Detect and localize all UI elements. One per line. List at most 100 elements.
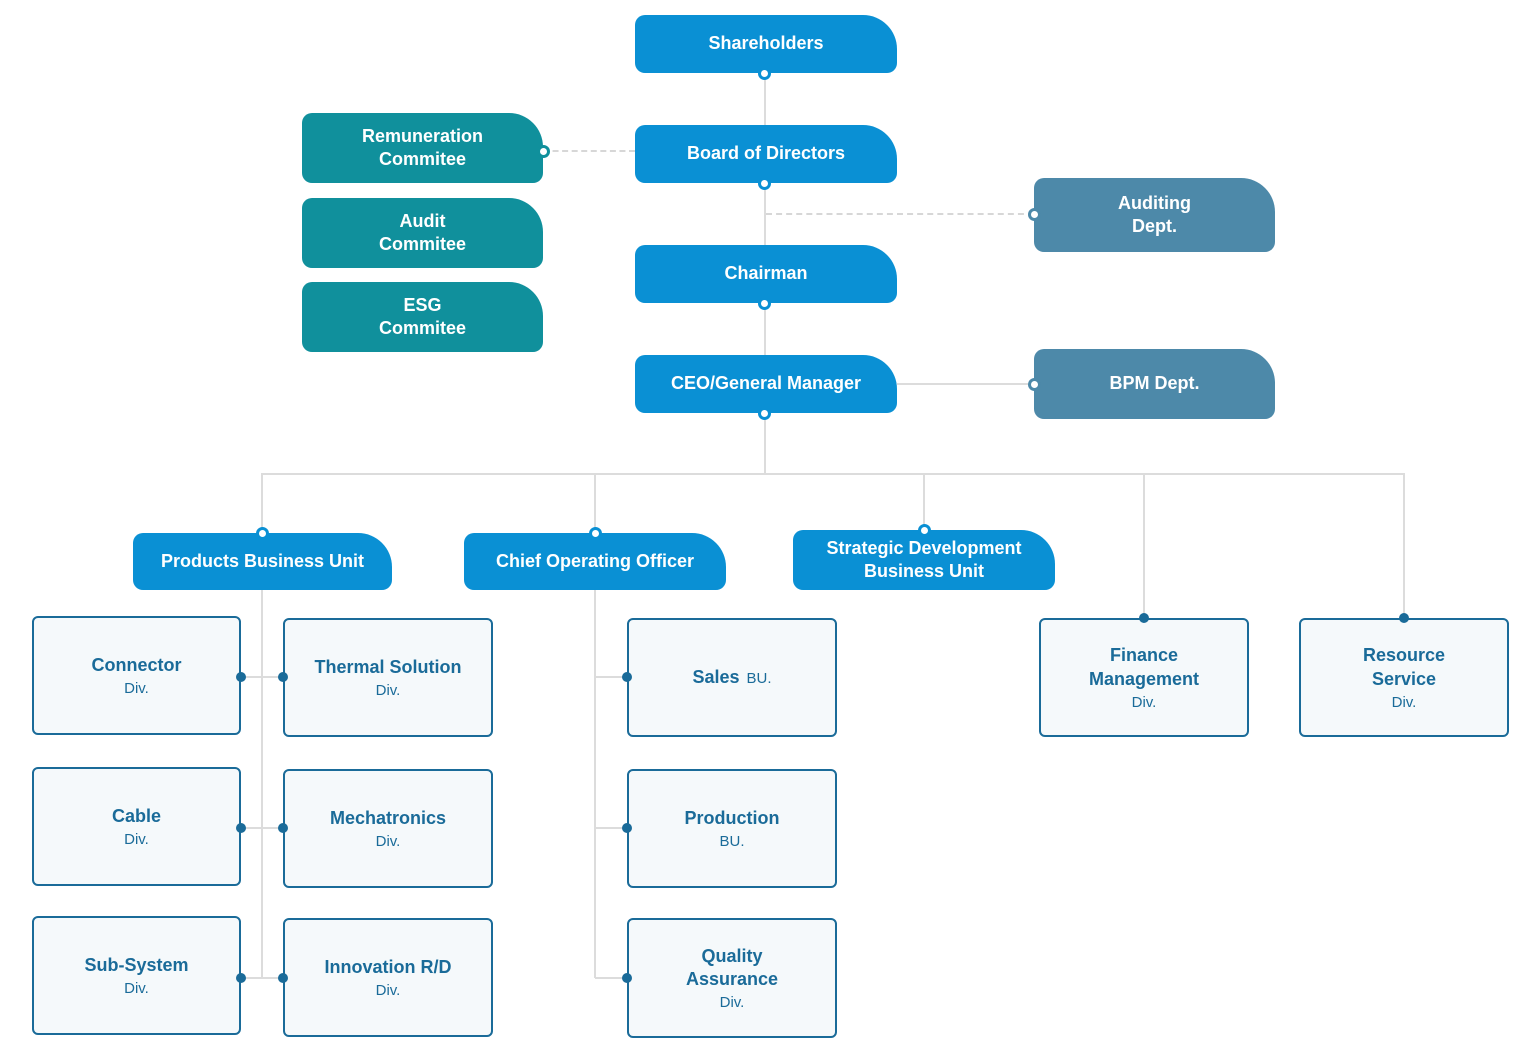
junction-dot-shareholders-bottom — [758, 67, 771, 80]
org-node-quality-assurance-div: Quality Assurance Div. — [627, 918, 837, 1038]
node-label: Chief Operating Officer — [495, 550, 695, 571]
edge-shareholders-board — [764, 73, 766, 125]
division-suffix: Div. — [375, 682, 401, 700]
org-node-ceo-general-manager: CEO/General Manager — [635, 355, 897, 413]
junction-dot-coo-top — [589, 527, 602, 540]
org-node-audit-committee: Audit Commitee — [302, 198, 543, 268]
node-label: Products Business Unit — [160, 550, 365, 571]
edge-coo-spine — [594, 590, 596, 978]
junction-dot-innovation-left — [278, 973, 288, 983]
org-node-esg-committee: ESG Commitee — [302, 282, 543, 352]
edge-remuneration-board-dashed — [543, 150, 635, 152]
division-name: Cable — [111, 805, 162, 826]
org-node-cable-div: Cable Div. — [32, 767, 241, 886]
edge-board-chairman — [764, 183, 766, 245]
edge-stub-quality — [595, 977, 627, 979]
junction-dot-sales-left — [622, 672, 632, 682]
division-suffix: Div. — [124, 831, 149, 849]
node-label: Auditing Dept. — [1118, 192, 1191, 236]
division-name: Production — [684, 807, 780, 828]
junction-dot-strategic-top — [918, 524, 931, 537]
division-suffix: Div. — [1391, 693, 1417, 711]
division-name: Innovation R/D — [324, 956, 452, 977]
division-suffix: Div. — [124, 980, 149, 998]
junction-dot-resource-top — [1399, 613, 1409, 623]
edge-drop-coo — [594, 473, 596, 533]
edge-chairman-ceo — [764, 303, 766, 355]
junction-dot-quality-left — [622, 973, 632, 983]
node-label: Audit Commitee — [378, 210, 467, 254]
edge-stub-sales — [595, 676, 627, 678]
edge-ceo-bpm — [897, 383, 1034, 385]
edge-stub-cable-mechatronics — [241, 827, 283, 829]
division-name: Thermal Solution — [314, 656, 462, 677]
junction-dot-products-top — [256, 527, 269, 540]
division-suffix: BU. — [719, 833, 745, 851]
edge-products-spine — [261, 590, 263, 978]
edge-drop-products — [261, 473, 263, 533]
org-node-mechatronics-div: Mechatronics Div. — [283, 769, 493, 888]
org-node-sales-bu: Sales BU. — [627, 618, 837, 737]
org-node-board-of-directors: Board of Directors — [635, 125, 897, 183]
junction-dot-connector-right — [236, 672, 246, 682]
org-node-chairman: Chairman — [635, 245, 897, 303]
junction-dot-cable-right — [236, 823, 246, 833]
edge-drop-resource — [1403, 473, 1405, 618]
edge-stub-connector-thermal — [241, 676, 283, 678]
org-node-remuneration-committee: Remuneration Commitee — [302, 113, 543, 183]
org-node-bpm-dept: BPM Dept. — [1034, 349, 1275, 419]
node-label: Strategic Development Business Unit — [826, 537, 1022, 581]
org-node-sub-system-div: Sub-System Div. — [32, 916, 241, 1035]
division-suffix: Div. — [1131, 693, 1157, 711]
org-node-thermal-solution-div: Thermal Solution Div. — [283, 618, 493, 737]
edge-drop-finance — [1143, 473, 1145, 618]
org-node-strategic-development-bu: Strategic Development Business Unit — [793, 530, 1055, 590]
edge-drop-strategic — [923, 473, 925, 530]
edge-stub-subsystem-innovation — [241, 977, 283, 979]
division-suffix: BU. — [746, 669, 772, 687]
node-label: Chairman — [724, 263, 808, 284]
division-name: Resource Service — [1362, 645, 1446, 689]
junction-dot-subsystem-right — [236, 973, 246, 983]
division-name: Quality Assurance — [685, 945, 779, 989]
org-node-resource-service-div: Resource Service Div. — [1299, 618, 1509, 737]
junction-dot-board-bottom — [758, 177, 771, 190]
org-node-innovation-rd-div: Innovation R/D Div. — [283, 918, 493, 1037]
junction-dot-thermal-left — [278, 672, 288, 682]
division-name: Sub-System — [84, 954, 189, 975]
node-label: Shareholders — [708, 33, 824, 54]
division-name: Connector — [91, 654, 182, 675]
junction-dot-mechatronics-left — [278, 823, 288, 833]
junction-dot-ceo-bottom — [758, 407, 771, 420]
edge-main-branch-bar — [262, 473, 1405, 475]
org-node-shareholders: Shareholders — [635, 15, 897, 73]
node-label: ESG Commitee — [378, 294, 467, 338]
junction-dot-production-left — [622, 823, 632, 833]
division-name: Sales — [692, 666, 740, 687]
node-label: BPM Dept. — [1109, 373, 1200, 394]
division-name: Finance Management — [1088, 645, 1200, 689]
node-label: CEO/General Manager — [670, 373, 862, 394]
junction-dot-bpm-left — [1028, 378, 1041, 391]
edge-ceo-trunk — [764, 413, 766, 474]
junction-dot-auditing-left — [1028, 208, 1041, 221]
division-label-row: Sales BU. — [692, 666, 771, 689]
division-suffix: Div. — [375, 982, 401, 1000]
node-label: Remuneration Commitee — [361, 125, 484, 169]
org-node-production-bu: Production BU. — [627, 769, 837, 888]
division-suffix: Div. — [375, 833, 401, 851]
org-node-chief-operating-officer: Chief Operating Officer — [464, 533, 726, 590]
org-node-auditing-dept: Auditing Dept. — [1034, 178, 1275, 252]
division-suffix: Div. — [719, 994, 745, 1012]
junction-dot-finance-top — [1139, 613, 1149, 623]
division-name: Mechatronics — [329, 807, 447, 828]
edge-stub-production — [595, 827, 627, 829]
org-node-products-business-unit: Products Business Unit — [133, 533, 392, 590]
junction-dot-chairman-bottom — [758, 297, 771, 310]
org-node-connector-div: Connector Div. — [32, 616, 241, 735]
node-label: Board of Directors — [686, 143, 846, 164]
edge-board-auditing-dashed — [766, 213, 1034, 215]
junction-dot-remuneration-right — [537, 145, 550, 158]
division-suffix: Div. — [124, 680, 149, 698]
